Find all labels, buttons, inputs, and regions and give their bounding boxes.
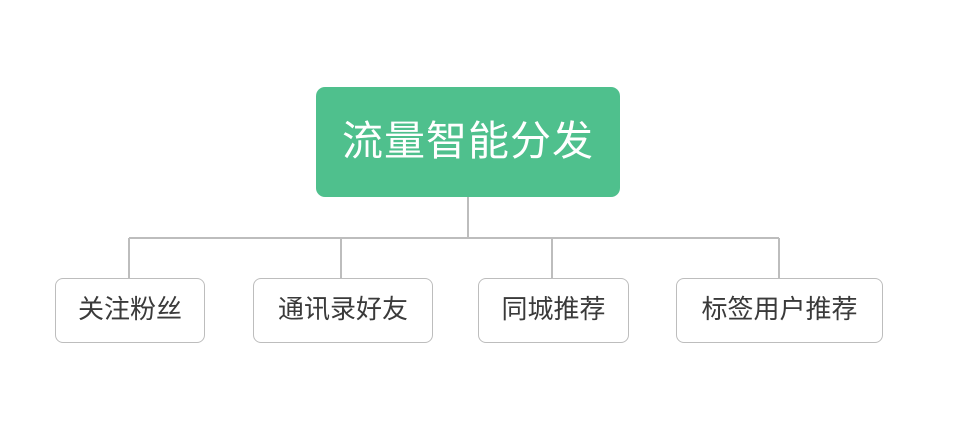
root-node-label: 流量智能分发 xyxy=(342,117,594,166)
child-node-same-city-recommend[interactable]: 同城推荐 xyxy=(478,278,629,343)
child-node-label: 通讯录好友 xyxy=(277,295,408,326)
root-node[interactable]: 流量智能分发 xyxy=(316,87,620,197)
child-node-label: 关注粉丝 xyxy=(77,295,182,326)
child-node-label: 同城推荐 xyxy=(501,295,606,326)
child-node-tagged-user-recommend[interactable]: 标签用户推荐 xyxy=(676,278,883,343)
child-node-contacts-friends[interactable]: 通讯录好友 xyxy=(253,278,433,343)
child-node-follow-fans[interactable]: 关注粉丝 xyxy=(55,278,205,343)
child-node-label: 标签用户推荐 xyxy=(701,295,858,326)
